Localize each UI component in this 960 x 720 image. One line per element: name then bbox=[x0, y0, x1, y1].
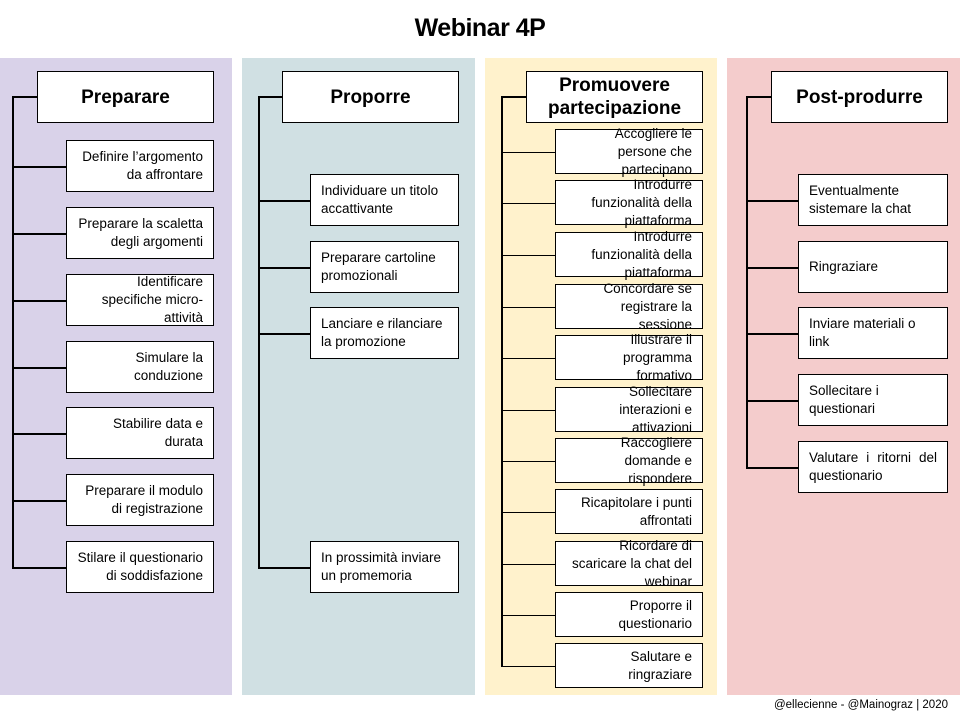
step-box: Stilare il questionario di soddisfazione bbox=[66, 541, 214, 593]
step-box: Proporre il questionario bbox=[555, 592, 703, 637]
step-box: Eventualmente sistemare la chat bbox=[798, 174, 948, 226]
connector-branch bbox=[746, 96, 772, 98]
step-box: Ricapitolare i punti affrontati bbox=[555, 489, 703, 534]
step-box: Ringraziare bbox=[798, 241, 948, 293]
connector-branch bbox=[501, 202, 555, 204]
connector-branch bbox=[501, 460, 555, 462]
step-box: Definire l’argomento da affrontare bbox=[66, 140, 214, 192]
step-box: Accogliere le persone che partecipano bbox=[555, 126, 703, 177]
step-box: Preparare il modulo di registrazione bbox=[66, 474, 214, 526]
connector-branch bbox=[258, 200, 310, 202]
connector-branch bbox=[501, 665, 555, 667]
heading-post-produrre: Post-produrre bbox=[771, 71, 948, 123]
connector-branch bbox=[501, 511, 555, 513]
connector-trunk bbox=[258, 96, 260, 567]
step-box: Concordare se registrare la sessione bbox=[555, 281, 703, 332]
step-box: Simulare la conduzione bbox=[66, 341, 214, 393]
connector-branch bbox=[12, 166, 66, 168]
connector-branch bbox=[501, 409, 555, 411]
column-proporre bbox=[242, 58, 475, 695]
step-box: Sollecitare i questionari bbox=[798, 374, 948, 426]
connector-trunk bbox=[12, 96, 14, 567]
connector-branch bbox=[501, 614, 555, 616]
step-box: Salutare e ringraziare bbox=[555, 643, 703, 688]
step-box: Introdurre funzionalità della piattaform… bbox=[555, 177, 703, 228]
step-box: Raccogliere domande e rispondere bbox=[555, 435, 703, 486]
heading-promuovere-partecipazione: Promuovere partecipazione bbox=[526, 71, 703, 123]
step-box: In prossimità inviare un promemoria bbox=[310, 541, 459, 593]
connector-branch bbox=[501, 254, 555, 256]
heading-preparare: Preparare bbox=[37, 71, 214, 123]
footer-credits: @ellecienne - @Mainograz | 2020 bbox=[773, 699, 948, 711]
connector-branch bbox=[12, 96, 38, 98]
connector-branch bbox=[12, 367, 66, 369]
step-box: Preparare la scaletta degli argomenti bbox=[66, 207, 214, 259]
step-box: Individuare un titolo accattivante bbox=[310, 174, 459, 226]
connector-trunk bbox=[746, 96, 748, 467]
connector-branch bbox=[12, 233, 66, 235]
connector-branch bbox=[12, 433, 66, 435]
connector-branch bbox=[258, 333, 310, 335]
connector-branch bbox=[746, 333, 798, 335]
connector-branch bbox=[501, 306, 555, 308]
connector-branch bbox=[258, 567, 310, 569]
step-box: Introdurre funzionalità della piattaform… bbox=[555, 229, 703, 280]
connector-branch bbox=[746, 267, 798, 269]
connector-trunk bbox=[501, 96, 503, 666]
step-box: Stabilire data e durata bbox=[66, 407, 214, 459]
step-box: Lanciare e rilanciare la promozione bbox=[310, 307, 459, 359]
connector-branch bbox=[501, 563, 555, 565]
step-box: Identificare specifiche micro-attività bbox=[66, 274, 214, 326]
step-box: Illustrare il programma formativo bbox=[555, 332, 703, 383]
connector-branch bbox=[12, 300, 66, 302]
heading-proporre: Proporre bbox=[282, 71, 459, 123]
connector-branch bbox=[746, 467, 798, 469]
connector-branch bbox=[501, 151, 555, 153]
connector-branch bbox=[746, 400, 798, 402]
connector-branch bbox=[12, 500, 66, 502]
page-title: Webinar 4P bbox=[414, 14, 546, 42]
step-box: Ricordare di scaricare la chat del webin… bbox=[555, 538, 703, 589]
step-box: Inviare materiali o link bbox=[798, 307, 948, 359]
connector-branch bbox=[258, 96, 283, 98]
connector-branch bbox=[12, 567, 66, 569]
step-box: Valutare i ritorni del questionario bbox=[798, 441, 948, 493]
step-box: Preparare cartoline promozionali bbox=[310, 241, 459, 293]
connector-branch bbox=[501, 96, 527, 98]
step-box: Sollecitare interazioni e attivazioni bbox=[555, 384, 703, 435]
connector-branch bbox=[258, 267, 310, 269]
connector-branch bbox=[501, 357, 555, 359]
connector-branch bbox=[746, 200, 798, 202]
